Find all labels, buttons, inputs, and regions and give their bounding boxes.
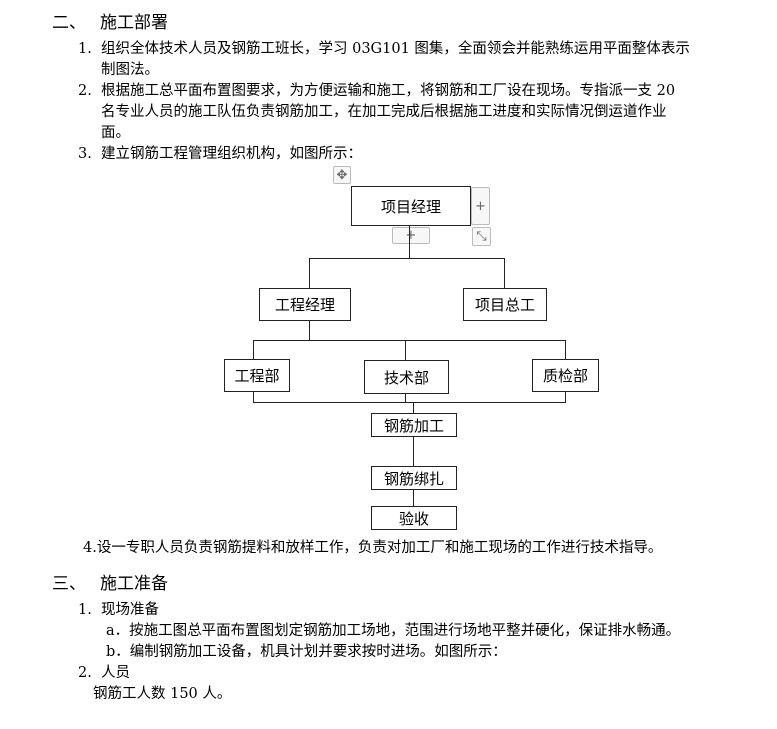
item-4-text: 4.设一专职人员负责钢筋提料和放样工作，负责对加工厂和施工现场的工作进行技术指导…	[83, 540, 663, 556]
org-box-engineering-manager: 工程经理	[259, 288, 351, 321]
connector-left	[309, 258, 310, 289]
s3-item-1-number: 1.	[78, 602, 92, 618]
item-1-line-2: 制图法。	[101, 62, 159, 78]
connector-l3-mid-bottom	[405, 393, 406, 403]
connector-level3-top-bar	[253, 340, 566, 341]
connector-top	[409, 226, 410, 259]
connector-l3-left-bottom	[253, 391, 254, 403]
s3-workers-count: 钢筋工人数 150 人。	[93, 686, 232, 702]
section-2-number: 二、	[52, 13, 86, 33]
s3-item-2-number: 2.	[78, 665, 92, 681]
item-2-number: 2.	[78, 83, 92, 99]
connector-to-process	[413, 402, 414, 414]
item-3-number: 3.	[78, 146, 92, 162]
connector-process-to-tie	[413, 436, 414, 466]
item-3-line-1: 建立钢筋工程管理组织机构，如图所示：	[101, 146, 362, 162]
section-3-number: 三、	[52, 574, 86, 594]
connector-right	[504, 258, 505, 289]
connector-level2-bar	[309, 258, 505, 259]
org-box-rebar-processing: 钢筋加工	[371, 413, 457, 437]
org-box-chief-engineer: 项目总工	[463, 288, 547, 321]
section-2-title: 施工部署	[100, 13, 168, 33]
org-box-technical-dept: 技术部	[364, 360, 449, 394]
connector-level3-bottom-bar	[253, 402, 566, 403]
add-right-button[interactable]: +	[471, 187, 490, 225]
section-3-title: 施工准备	[100, 574, 168, 594]
org-box-project-manager: 项目经理	[351, 186, 471, 226]
s3-item-2-label: 人员	[101, 665, 130, 681]
org-box-quality-dept: 质检部	[532, 359, 599, 392]
item-2-line-3: 面。	[101, 125, 130, 141]
connector-l3-right-top	[565, 340, 566, 360]
s3-sub-a: a．按施工图总平面布置图划定钢筋加工场地，范围进行场地平整并硬化，保证排水畅通。	[106, 623, 681, 639]
connector-tie-to-accept	[413, 489, 414, 507]
connector-left-down	[309, 320, 310, 340]
s3-sub-b: b．编制钢筋加工设备，机具计划并要求按时进场。如图所示：	[106, 644, 507, 660]
connector-l3-left-top	[253, 340, 254, 360]
connector-l3-right-bottom	[565, 391, 566, 403]
item-1-number: 1.	[78, 41, 92, 57]
s3-item-1-label: 现场准备	[101, 602, 159, 618]
item-1-line-1: 组织全体技术人员及钢筋工班长，学习 03G101 图集，全面领会并能熟练运用平面…	[101, 41, 690, 57]
item-2-line-2: 名专业人员的施工队伍负责钢筋加工，在加工完成后根据施工进度和实际情况倒运道作业	[101, 104, 667, 120]
add-below-button[interactable]: +	[392, 227, 430, 244]
resize-handle-icon[interactable]: ⤡	[472, 227, 491, 246]
item-2-line-1: 根据施工总平面布置图要求，为方便运输和施工，将钢筋和工厂设在现场。专指派一支 2…	[101, 83, 676, 99]
connector-l3-mid-top	[405, 340, 406, 361]
org-box-acceptance: 验收	[371, 506, 457, 530]
org-box-engineering-dept: 工程部	[224, 359, 290, 392]
move-handle-icon[interactable]: ✥	[333, 166, 351, 184]
org-box-rebar-tying: 钢筋绑扎	[371, 466, 457, 490]
